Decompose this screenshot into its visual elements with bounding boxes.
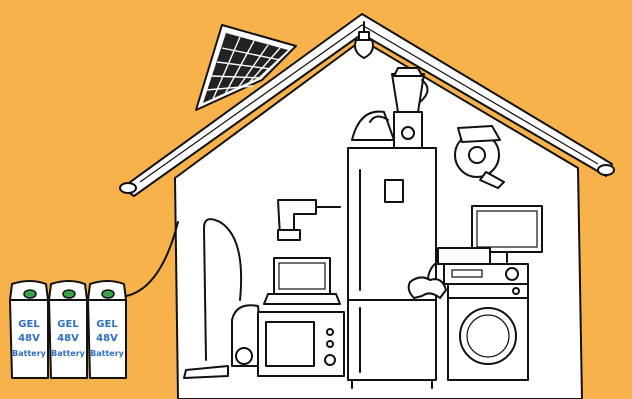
- washing-machine-icon: [448, 284, 528, 380]
- battery-voltage: 48V: [96, 333, 118, 344]
- laptop-icon: [264, 258, 340, 304]
- battery: GEL 48V Battery: [10, 281, 48, 378]
- battery: GEL 48V Battery: [49, 281, 87, 378]
- battery-terminal-icon: [63, 290, 75, 298]
- battery-terminal-icon: [102, 290, 114, 298]
- refrigerator-icon: [348, 148, 436, 388]
- battery-terminal-icon: [24, 290, 36, 298]
- battery-label: Battery: [51, 349, 86, 358]
- battery-type: GEL: [96, 319, 118, 330]
- battery-bank: GEL 48V Battery GEL 48V Battery GEL 48V …: [10, 281, 126, 378]
- battery-label: Battery: [12, 349, 47, 358]
- battery-type: GEL: [18, 319, 40, 330]
- battery-voltage: 48V: [18, 333, 40, 344]
- battery: GEL 48V Battery: [88, 281, 126, 378]
- microwave-icon: [258, 312, 344, 376]
- battery-type: GEL: [57, 319, 79, 330]
- battery-label: Battery: [90, 349, 125, 358]
- battery-voltage: 48V: [57, 333, 79, 344]
